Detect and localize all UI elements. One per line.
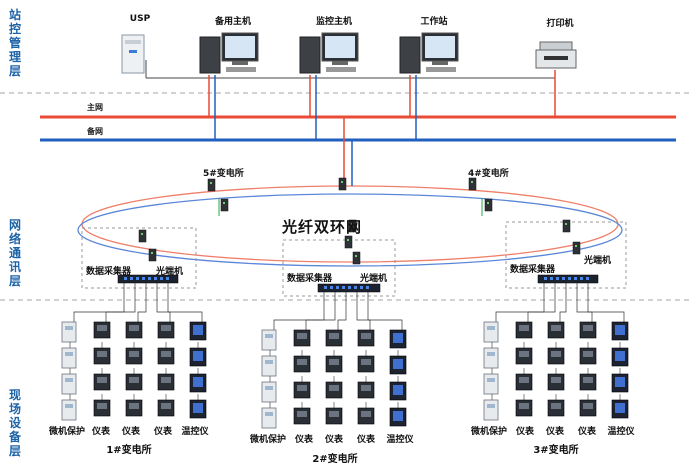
g3-station-name: 3#变电所 (533, 445, 579, 456)
optical-switch-icon (344, 235, 353, 249)
optical-switch-icon (138, 229, 147, 243)
layer-label-middle: 网络通讯层 (8, 218, 21, 288)
label-collector-1: 数据采集器 (86, 267, 132, 277)
protection-relay-icon (61, 373, 77, 395)
g1-label-meter-1: 仪表 (91, 427, 111, 437)
protection-relay-icon (483, 399, 499, 421)
label-station-5: 5#变电所 (203, 169, 244, 179)
optical-switch-icon (468, 177, 477, 191)
layer-label-bottom: 现场设备层 (8, 388, 21, 458)
optical-switch-icon (148, 248, 157, 262)
ring-title: 光纤双环网 (282, 218, 363, 236)
protection-relay-icon (483, 373, 499, 395)
label-backup-host: 备用主机 (214, 17, 252, 27)
g3-label-protection: 微机保护 (470, 427, 508, 437)
g1-label-temp: 温控仪 (181, 427, 209, 437)
g1-station-name: 1#变电所 (106, 445, 152, 456)
g3-label-meter-2: 仪表 (545, 427, 565, 437)
backup-host-icon (199, 32, 259, 74)
optical-switch-icon (572, 241, 581, 255)
label-collector-3: 数据采集器 (510, 265, 556, 275)
optical-switch-icon (207, 178, 216, 192)
g3-label-temp: 温控仪 (607, 427, 635, 437)
protection-relay-icon (261, 329, 277, 351)
optical-switch-icon (484, 198, 493, 212)
protection-relay-icon (61, 347, 77, 369)
protection-relay-icon (483, 321, 499, 343)
g2-label-meter-3: 仪表 (356, 435, 376, 445)
optical-switches (138, 177, 581, 265)
g3-label-meter-1: 仪表 (515, 427, 535, 437)
label-collector-2: 数据采集器 (287, 274, 333, 284)
optical-switch-icon (348, 219, 357, 233)
protection-relay-icon (261, 407, 277, 429)
protection-relay-icon (483, 347, 499, 369)
label-workstation: 工作站 (420, 17, 448, 27)
label-optical-2: 光端机 (360, 274, 388, 284)
g3-label-meter-3: 仪表 (577, 427, 597, 437)
collector-cluster (483, 274, 629, 421)
layer-label-top: 站控管理层 (8, 8, 21, 78)
ups-icon (121, 34, 145, 74)
label-monitoring-host: 监控主机 (315, 17, 353, 27)
g1-label-meter-3: 仪表 (153, 427, 173, 437)
optical-switch-icon (220, 198, 229, 212)
protection-relay-icon (61, 399, 77, 421)
printer-icon (535, 41, 577, 69)
label-main-network: 主网 (87, 103, 103, 112)
label-ups: USP (129, 14, 151, 24)
label-backup-network: 备网 (87, 127, 103, 136)
field-devices (61, 274, 629, 429)
optical-switch-icon (352, 251, 361, 265)
collector-box-1 (81, 227, 197, 289)
g2-label-meter-2: 仪表 (324, 435, 344, 445)
protection-relay-icon (61, 321, 77, 343)
label-printer: 打印机 (546, 19, 574, 29)
label-optical-3: 光端机 (584, 256, 612, 266)
protection-relay-icon (261, 381, 277, 403)
monitoring-host-icon (299, 32, 359, 74)
top-connections (145, 60, 556, 140)
optical-switch-icon (562, 219, 571, 233)
protection-relay-icon (261, 355, 277, 377)
g2-label-meter-1: 仪表 (294, 435, 314, 445)
g1-label-protection: 微机保护 (48, 427, 86, 437)
label-station-4: 4#变电所 (468, 169, 509, 179)
collector-cluster (61, 274, 207, 421)
optical-switch-icon (338, 177, 347, 191)
collector-box-2 (282, 239, 396, 297)
workstation-icon (399, 32, 459, 74)
g1-label-meter-2: 仪表 (121, 427, 141, 437)
collector-cluster (261, 283, 407, 429)
label-optical-1: 光端机 (156, 267, 184, 277)
g2-station-name: 2#变电所 (312, 454, 358, 465)
ring-blue (77, 193, 623, 267)
g2-label-temp: 温控仪 (386, 435, 414, 445)
g2-label-protection: 微机保护 (249, 435, 287, 445)
